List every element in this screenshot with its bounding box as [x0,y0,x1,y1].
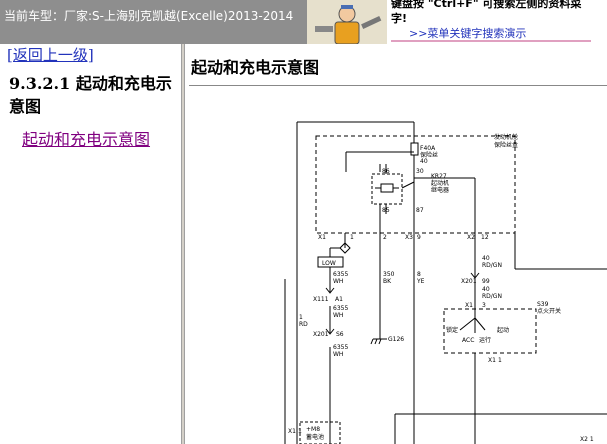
frame-divider[interactable] [181,44,185,444]
left-nav-pane: [返回上一级] 9.3.2.1 起动和充电示意图 起动和充电示意图 [0,44,181,444]
connector-x201b: X201 [461,278,477,285]
search-demo-link[interactable]: >>菜单关键字搜索演示 [409,27,527,40]
top-header: 当前车型：厂家:S-上海别克凯越(Excelle)2013-2014 键盘按 "… [0,0,607,44]
page-title: 起动和充电示意图 [191,58,320,77]
connector-x1: X1 [318,234,326,241]
toc-link-starting-charging[interactable]: 起动和充电示意图 [22,130,151,149]
fuse-sub-label: 保险丝 [420,151,438,159]
connector-x1c: X1 [488,357,496,364]
bottom-pin: 1 [298,428,302,435]
wire1-gauge: 6355 [333,271,348,278]
module-label-2: 保险丝盒 [494,141,518,149]
connector-pin-12: 12 [481,234,489,241]
corner-connector: X2 1 [580,436,594,443]
search-tip-line2: 字! [391,12,408,25]
connector-x111: X111 [313,296,329,303]
connector-pin-3: 3 [482,302,486,309]
wire4-color: RD/GN [482,262,502,269]
module-label-1: 发动机舱 [494,133,518,141]
connector-x201: X201 [313,331,329,338]
low-label: LOW [322,260,336,267]
connector-pin-1b: 1 [498,357,502,364]
wiring-diagram: 发动机舱 保险丝盒 F40A 保险丝 40 KR27 起动机 继电器 86 85… [284,121,607,444]
wire3-gauge: 8 [417,271,421,278]
battery-label: +M8 [306,426,320,433]
switch-s39: S39 [537,301,549,308]
wire2-gauge: 350 [383,271,395,278]
fuse-pin: 40 [420,158,428,165]
back-link[interactable]: [返回上一级] [7,46,94,64]
wire6-color: WH [333,351,343,358]
section-title: 9.3.2.1 起动和充电示意图 [9,74,172,116]
connector-pin-9: 9 [417,234,421,241]
wire7-color: RD/GN [482,293,502,300]
content-pane: 起动和充电示意图 [185,44,607,444]
wire3-color: YE [416,278,425,285]
bottom-connector: X1 [288,428,296,435]
relay-label: KR27 [431,173,447,180]
title-rule [189,85,607,86]
relay-pin-86: 86 [382,168,390,175]
lock-position: 锁定 [446,326,458,334]
connector-a1: A1 [335,296,343,303]
wire5-gauge: 6355 [333,305,348,312]
relay-sub2: 继电器 [431,186,449,194]
splice-s6: S6 [336,331,344,338]
battery-sub-label: 蓄电池 [306,433,324,441]
relay-pin-87: 87 [416,207,424,214]
wire2-color: BK [383,278,392,285]
search-tip-line1: 键盘按 "Ctrl+F" 可搜索左侧的资料菜 [391,0,582,10]
connector-x3: X3 [405,234,413,241]
connector-pin-2: 2 [383,234,387,241]
relay-pin-85: 85 [382,207,390,214]
current-car-model: 当前车型：厂家:S-上海别克凯越(Excelle)2013-2014 [4,9,294,23]
wire1-color: WH [333,278,343,285]
relay-sub1: 起动机 [431,179,449,187]
ground-g126: G126 [388,336,404,343]
wire4-gauge: 40 [482,255,490,262]
wire7-gauge: 40 [482,286,490,293]
wire6-gauge: 6355 [333,344,348,351]
connector-x1b: X1 [465,302,473,309]
acc-position: ACC [462,337,474,344]
connector-pin-99: 99 [482,278,490,285]
connector-x2: X2 [467,234,475,241]
fuse-label: F40A [420,145,436,152]
search-tip-banner[interactable]: 键盘按 "Ctrl+F" 可搜索左侧的资料菜 字! >>菜单关键字搜索演示 [307,0,607,44]
red-wire-num: 1 [299,314,303,321]
mechanic-illustration-icon [307,0,387,44]
red-wire-label: RD [299,321,308,328]
start-position: 起动 [497,326,509,334]
run-position: 运行 [479,336,491,344]
wire5-color: WH [333,312,343,319]
banner-underline [391,40,591,42]
relay-pin-30: 30 [416,168,424,175]
connector-pin-1: 1 [350,234,354,241]
switch-label: 点火开关 [537,307,561,315]
